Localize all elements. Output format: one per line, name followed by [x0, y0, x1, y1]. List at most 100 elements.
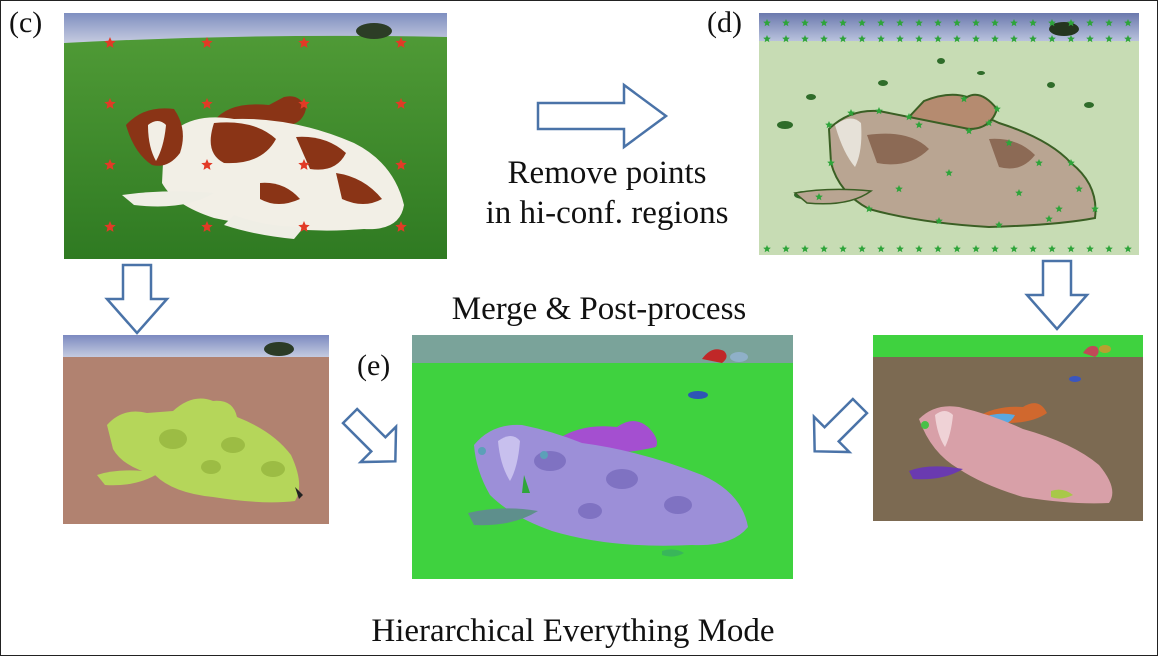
remaining-point-star — [1067, 35, 1075, 43]
point-prompt-star — [201, 159, 213, 170]
caption-remove-line2: in hi-conf. regions — [485, 195, 729, 231]
remaining-point-star — [960, 95, 968, 103]
remaining-point-star — [782, 245, 790, 253]
remaining-point-star — [985, 119, 993, 127]
remaining-point-star — [1029, 245, 1037, 253]
arrow-right-c-to-d — [536, 82, 669, 150]
remaining-point-star — [991, 35, 999, 43]
remaining-point-star — [1105, 245, 1113, 253]
point-prompt-star — [104, 98, 116, 109]
remaining-point-star — [1010, 35, 1018, 43]
remaining-point-star — [839, 245, 847, 253]
remaining-point-star — [1105, 35, 1113, 43]
remaining-point-star — [1029, 35, 1037, 43]
remaining-point-star — [972, 19, 980, 27]
remaining-point-star — [825, 121, 833, 129]
point-prompt-star — [201, 98, 213, 109]
remaining-point-star — [972, 245, 980, 253]
remaining-point-star — [915, 121, 923, 129]
remaining-point-star — [801, 245, 809, 253]
remaining-point-star — [934, 35, 942, 43]
arrow-diag-left-to-e — [337, 403, 407, 473]
remaining-point-star — [875, 107, 883, 115]
remaining-point-star — [934, 245, 942, 253]
remaining-point-star — [1075, 185, 1083, 193]
remaining-point-star — [1067, 159, 1075, 167]
panel-second-level-masks — [873, 335, 1143, 521]
remaining-point-star — [1086, 35, 1094, 43]
remaining-point-star — [1035, 159, 1043, 167]
remaining-point-star — [1045, 215, 1053, 223]
remaining-point-star — [1086, 245, 1094, 253]
remaining-point-star — [782, 35, 790, 43]
remaining-point-star — [839, 35, 847, 43]
remaining-point-star — [1124, 19, 1132, 27]
point-prompt-star — [104, 37, 116, 48]
panel-d-remaining-points — [759, 13, 1139, 255]
remaining-point-star — [896, 35, 904, 43]
point-prompt-star — [395, 98, 407, 109]
arrow-diag-right-to-e — [803, 393, 873, 463]
remaining-point-star — [1124, 245, 1132, 253]
remaining-point-star — [763, 35, 771, 43]
remaining-point-star — [895, 185, 903, 193]
remaining-point-star — [1048, 35, 1056, 43]
remaining-point-star — [934, 19, 942, 27]
remaining-point-star — [1048, 19, 1056, 27]
arrow-down-d — [1024, 259, 1090, 331]
remaining-point-star — [1105, 19, 1113, 27]
remaining-point-star — [865, 205, 873, 213]
remaining-point-star — [935, 217, 943, 225]
remaining-point-star — [1015, 189, 1023, 197]
remaining-point-star — [1067, 19, 1075, 27]
panel-e-merged-result — [412, 335, 793, 579]
remaining-point-star — [1055, 205, 1063, 213]
point-prompt-star — [298, 159, 310, 170]
remaining-point-star — [896, 19, 904, 27]
remaining-point-star — [815, 193, 823, 201]
panel-first-level-mask — [63, 335, 329, 524]
remaining-point-star — [1010, 19, 1018, 27]
remaining-point-star — [801, 35, 809, 43]
remaining-point-star — [858, 245, 866, 253]
label-d: (d) — [707, 6, 742, 39]
remaining-point-star — [1124, 35, 1132, 43]
remaining-point-star — [915, 245, 923, 253]
remaining-point-star — [945, 169, 953, 177]
remaining-point-star — [858, 19, 866, 27]
point-prompt-star — [298, 221, 310, 232]
caption-remove-line1: Remove points — [507, 155, 707, 191]
remaining-point-star — [993, 105, 1001, 113]
remaining-point-star — [1086, 19, 1094, 27]
remaining-point-star — [858, 35, 866, 43]
remaining-point-star — [915, 35, 923, 43]
remaining-point-star — [839, 19, 847, 27]
point-prompt-star — [201, 221, 213, 232]
remaining-point-star — [801, 19, 809, 27]
remaining-point-star — [953, 245, 961, 253]
remaining-point-star — [953, 35, 961, 43]
remaining-point-star — [877, 19, 885, 27]
point-prompt-star — [395, 159, 407, 170]
remaining-point-star — [1005, 139, 1013, 147]
point-prompt-star — [298, 37, 310, 48]
remaining-point-star — [782, 19, 790, 27]
remaining-point-star — [905, 113, 913, 121]
remaining-point-star — [896, 245, 904, 253]
label-c: (c) — [9, 6, 43, 39]
remaining-point-star — [827, 159, 835, 167]
point-prompt-star — [395, 221, 407, 232]
point-prompt-star — [298, 98, 310, 109]
caption-merge: Merge & Post-process — [451, 291, 747, 327]
point-prompt-star — [104, 159, 116, 170]
remaining-point-star — [991, 19, 999, 27]
remaining-point-star — [1048, 245, 1056, 253]
remaining-point-star — [1010, 245, 1018, 253]
label-e: (e) — [357, 349, 391, 382]
remaining-point-star — [991, 245, 999, 253]
point-prompt-star — [395, 37, 407, 48]
point-prompt-star — [201, 37, 213, 48]
point-prompt-star — [104, 221, 116, 232]
remaining-point-star — [847, 109, 855, 117]
